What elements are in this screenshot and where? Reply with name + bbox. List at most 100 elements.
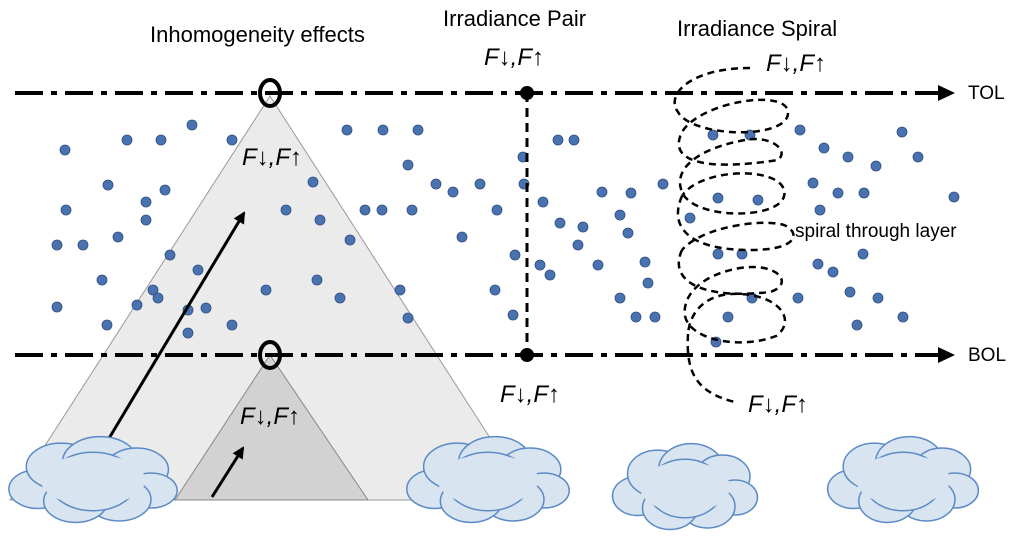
aerosol-particle xyxy=(948,191,960,203)
aerosol-particle xyxy=(280,204,292,216)
bol-label: BOL xyxy=(968,345,1007,366)
cloud-icon xyxy=(611,442,759,531)
flux-label-small-cone: F↓,F↑ xyxy=(240,403,300,430)
aerosol-particle xyxy=(60,204,72,216)
aerosol-particles xyxy=(51,119,960,348)
aerosol-particle xyxy=(96,274,108,286)
aerosol-particle xyxy=(872,292,884,304)
flux-label-spiral-bottom: F↓,F↑ xyxy=(748,391,808,418)
aerosol-particle xyxy=(596,186,608,198)
cloud-icon xyxy=(826,435,980,524)
aerosol-particle xyxy=(147,284,159,296)
aerosol-particle xyxy=(614,209,626,221)
aerosol-particle xyxy=(684,212,696,224)
aerosol-particle xyxy=(140,214,152,226)
aerosol-particle xyxy=(792,292,804,304)
aerosol-particle xyxy=(152,292,164,304)
aerosol-particle xyxy=(807,177,819,189)
aerosol-particle xyxy=(572,239,584,251)
large-cone-arrow xyxy=(103,211,246,446)
aerosol-particle xyxy=(51,239,63,251)
aerosol-particle xyxy=(406,204,418,216)
aerosol-particle xyxy=(491,204,503,216)
spiral-through-layer-label: spiral through layer xyxy=(795,221,957,242)
aerosol-particle xyxy=(159,184,171,196)
aerosol-particle xyxy=(851,319,863,331)
aerosol-particle xyxy=(630,311,642,323)
aerosol-particle xyxy=(447,186,459,198)
aerosol-particle xyxy=(474,178,486,190)
aerosol-particle xyxy=(552,134,564,146)
aerosol-particle xyxy=(155,134,167,146)
aerosol-particle xyxy=(131,299,143,311)
aerosol-particle xyxy=(260,284,272,296)
irradiance-pair-dot-top xyxy=(520,86,534,100)
aerosol-particle xyxy=(101,319,113,331)
aerosol-particle xyxy=(857,248,869,260)
aerosol-particle xyxy=(537,196,549,208)
aerosol-particle xyxy=(812,258,824,270)
aerosol-particle xyxy=(752,194,764,206)
irradiance-spiral xyxy=(673,66,795,404)
aerosol-particle xyxy=(402,159,414,171)
small-cone xyxy=(174,354,369,501)
title-irradiance-pair: Irradiance Pair xyxy=(443,6,587,31)
aerosol-particle xyxy=(649,311,661,323)
aerosol-particle xyxy=(534,259,546,271)
aerosol-particle xyxy=(858,187,870,199)
small-cone-arrow xyxy=(210,446,245,498)
aerosol-particle xyxy=(112,231,124,243)
aerosol-particle xyxy=(59,144,71,156)
aerosol-particle xyxy=(344,234,356,246)
aerosol-particle xyxy=(614,292,626,304)
aerosol-particle xyxy=(102,179,114,191)
aerosol-particle xyxy=(842,151,854,163)
bol-arrowhead xyxy=(938,347,955,363)
aerosol-particle xyxy=(870,160,882,172)
aerosol-particle xyxy=(77,239,89,251)
aerosol-particle xyxy=(832,187,844,199)
aerosol-particle xyxy=(827,266,839,278)
aerosol-particle xyxy=(226,319,238,331)
aerosol-particle xyxy=(897,311,909,323)
aerosol-particle xyxy=(622,227,634,239)
aerosol-particle xyxy=(509,249,521,261)
aerosol-particle xyxy=(430,178,442,190)
aerosol-particle xyxy=(554,217,566,229)
aerosol-particle xyxy=(639,256,651,268)
aerosol-particle xyxy=(376,204,388,216)
aerosol-particle xyxy=(507,309,519,321)
aerosol-particle xyxy=(642,277,654,289)
irradiance-pair-dot-bottom xyxy=(520,348,534,362)
aerosol-particle xyxy=(140,196,152,208)
cloud-icon xyxy=(8,435,178,524)
clouds xyxy=(8,435,980,531)
aerosol-particle xyxy=(896,126,908,138)
title-inhomogeneity-effects: Inhomogeneity effects xyxy=(150,22,365,47)
aerosol-particle xyxy=(568,134,580,146)
aerosol-particle xyxy=(577,221,589,233)
aerosol-particle xyxy=(707,129,719,141)
aerosol-particle xyxy=(182,327,194,339)
aerosol-particle xyxy=(359,204,371,216)
tol-label: TOL xyxy=(968,83,1005,104)
aerosol-particle xyxy=(226,134,238,146)
aerosol-particle xyxy=(51,301,63,313)
aerosol-particle xyxy=(377,124,389,136)
flux-label-pair-top: F↓,F↑ xyxy=(484,44,544,71)
aerosol-particle xyxy=(625,187,637,199)
aerosol-particle xyxy=(818,142,830,154)
aerosol-particle xyxy=(192,264,204,276)
aerosol-particle xyxy=(712,192,724,204)
flux-label-spiral-top: F↓,F↑ xyxy=(766,50,826,77)
aerosol-particle xyxy=(712,248,724,260)
flux-label-large-cone: F↓,F↑ xyxy=(242,144,302,171)
aerosol-particle xyxy=(334,292,346,304)
aerosol-particle xyxy=(544,269,556,281)
aerosol-particle xyxy=(314,214,326,226)
aerosol-particle xyxy=(814,204,826,216)
aerosol-particle xyxy=(394,284,406,296)
aerosol-particle xyxy=(794,124,806,136)
aerosol-particle xyxy=(200,302,212,314)
